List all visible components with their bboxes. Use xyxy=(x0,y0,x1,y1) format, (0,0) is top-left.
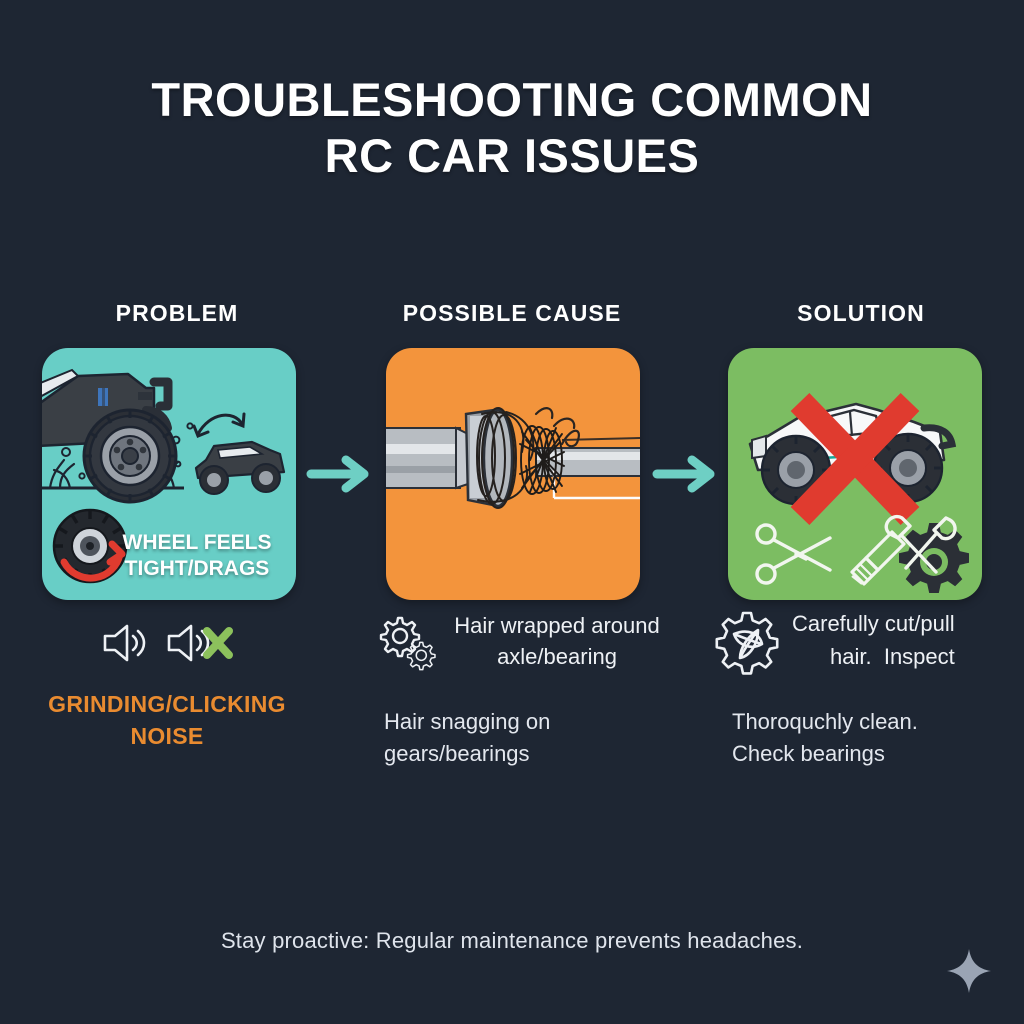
cause-sub-line-2: gears/bearings xyxy=(384,741,530,766)
footer-text: Stay proactive: Regular maintenance prev… xyxy=(220,928,804,953)
problem-details: GRINDING/CLICKING NOISE xyxy=(22,612,312,752)
card-caption-line-1: WHEEL FEELS xyxy=(122,531,272,554)
arrow-cause-to-solution xyxy=(652,452,720,496)
column-header-solution: SOLUTION xyxy=(797,300,925,326)
comparison-columns: PROBLEM xyxy=(0,300,1024,820)
two-gears-icon xyxy=(376,612,438,672)
problem-noise-label: GRINDING/CLICKING NOISE xyxy=(22,688,312,752)
cause-lead-row: Hair wrapped around axle/bearing xyxy=(376,610,666,672)
flip-arrow-icon xyxy=(192,412,246,438)
brush-icon xyxy=(850,530,906,586)
page-title-line-2: RC CAR ISSUES xyxy=(324,129,700,182)
card-solution xyxy=(728,348,982,600)
wrench-icon xyxy=(884,514,957,574)
brush-wrench-gear-icon xyxy=(884,514,969,593)
solution-lead-line-1: Carefully cut/pull xyxy=(792,611,955,636)
problem-noise-line-2: NOISE xyxy=(130,723,204,749)
scissors-icon xyxy=(755,523,832,585)
page-title-line-1: TROUBLESHOOTING COMMON xyxy=(151,73,873,126)
right-arrow-icon xyxy=(306,455,369,493)
speaker-muted-x-icon xyxy=(167,624,233,662)
rc-truck-offroad-illustration xyxy=(42,368,286,584)
solution-lead-line-2: hair. Inspect xyxy=(792,641,992,672)
speaker-sound-icon xyxy=(103,624,146,662)
cause-sub-text: Hair snagging on gears/bearings xyxy=(384,706,550,770)
cause-sub-line-1: Hair snagging on xyxy=(384,709,551,734)
green-x-icon xyxy=(203,627,233,659)
card-caption-problem: WHEEL FEELS TIGHT/DRAGS xyxy=(108,530,286,582)
solution-lead-text: Carefully cut/pull hair. Inspect xyxy=(792,608,992,672)
gear-leaf-icon xyxy=(714,610,782,676)
cause-lead-line-1: Hair wrapped around xyxy=(454,613,660,638)
column-solution: SOLUTION xyxy=(712,300,1000,766)
column-problem: PROBLEM xyxy=(22,300,310,749)
cause-lead-line-2: axle/bearing xyxy=(497,644,617,669)
solution-lead-line-2a: hair. xyxy=(830,644,872,669)
solution-sub-line-1: Thoroquchly clean. xyxy=(732,709,918,734)
rotation-arrow-icon xyxy=(60,540,126,582)
right-arrow-icon xyxy=(652,455,715,493)
column-header-possible-cause: POSSIBLE CAUSE xyxy=(402,300,622,326)
column-possible-cause: POSSIBLE CAUSE xyxy=(368,300,660,766)
sparkle-icon xyxy=(946,948,992,994)
spinning-tire-icon xyxy=(52,508,128,584)
problem-noise-line-1: GRINDING/CLICKING xyxy=(48,691,286,717)
solution-illustration xyxy=(748,392,969,593)
axle-shaft-hair-wrapped-illustration xyxy=(386,407,640,509)
solution-lead-line-3: Inspect xyxy=(883,644,955,669)
card-caption-line-2: TIGHT/DRAGS xyxy=(124,557,270,580)
solution-lead-row: Carefully cut/pull hair. Inspect xyxy=(714,608,1014,676)
column-header-problem: PROBLEM xyxy=(115,300,239,326)
arrow-problem-to-cause xyxy=(306,452,374,496)
page-title: TROUBLESHOOTING COMMON RC CAR ISSUES xyxy=(0,72,1024,184)
solution-sub-text: Thoroquchly clean. Check bearings xyxy=(732,706,918,770)
cause-lead-text: Hair wrapped around axle/bearing xyxy=(448,610,666,672)
card-problem: WHEEL FEELS TIGHT/DRAGS xyxy=(42,348,296,600)
card-possible-cause xyxy=(386,348,640,600)
red-x-icon xyxy=(790,392,920,526)
problem-icon-row xyxy=(22,612,312,674)
solution-sub-line-2: Check bearings xyxy=(732,741,885,766)
